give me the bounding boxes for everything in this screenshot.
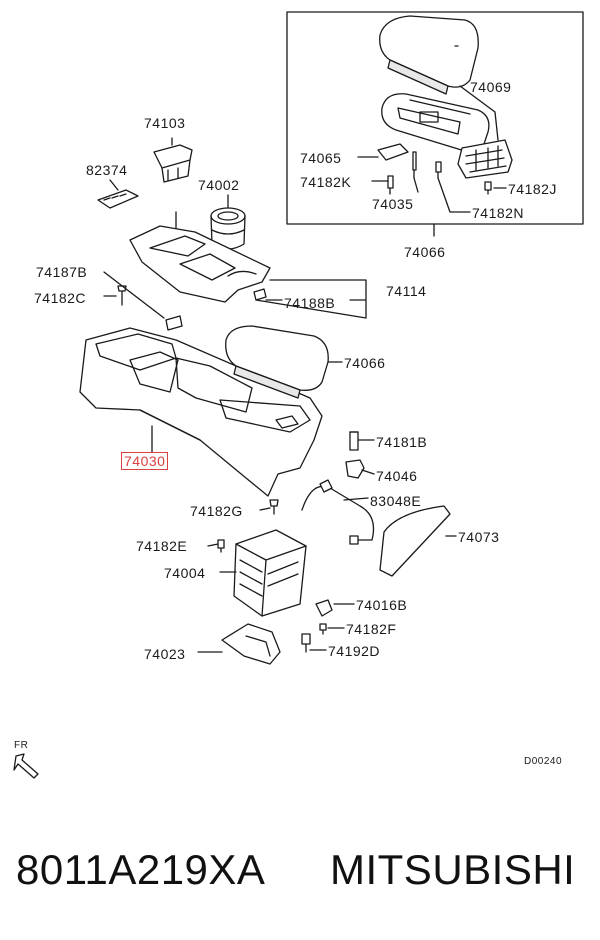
brand-caption: MITSUBISHI	[330, 846, 576, 893]
diagram-code: D00240	[524, 756, 563, 767]
label-74023: 74023	[144, 646, 186, 662]
label-74004: 74004	[164, 565, 206, 581]
cover-74073	[379, 505, 451, 577]
label-74182F: 74182F	[346, 621, 397, 637]
label-74114: 74114	[386, 283, 427, 299]
clip-74187B	[165, 315, 183, 331]
label-82374: 82374	[86, 162, 128, 178]
center-console-74030	[79, 327, 323, 497]
label-74046: 74046	[376, 468, 418, 484]
label-74016B: 74016B	[356, 597, 408, 613]
screw-74182C	[117, 285, 127, 306]
label-74182N: 74182N	[472, 205, 525, 221]
switch-panel-82374	[97, 179, 139, 209]
label-74030-highlighted[interactable]: 74030	[120, 452, 169, 470]
label-74066-inset: 74066	[404, 244, 446, 260]
label-83048E: 83048E	[370, 493, 422, 509]
label-74182E: 74182E	[136, 538, 188, 554]
harness-83048E	[301, 479, 375, 545]
label-74182K: 74182K	[300, 174, 352, 190]
inset-frame	[286, 11, 584, 225]
label-74073: 74073	[458, 529, 500, 545]
leader-lines-inset	[357, 85, 507, 237]
label-74103: 74103	[144, 115, 186, 131]
screw-74182E	[217, 539, 225, 553]
bracket-74016B	[315, 599, 333, 617]
label-74002: 74002	[198, 177, 240, 193]
bracket-74023	[221, 623, 281, 665]
console-upper-trim	[129, 211, 271, 303]
pad-inset	[377, 143, 409, 161]
armrest-74066	[225, 325, 329, 399]
label-74182J: 74182J	[508, 181, 557, 197]
label-74065: 74065	[300, 150, 342, 166]
cup-holder-74002	[210, 194, 246, 250]
label-74035: 74035	[372, 196, 414, 212]
switch-housing-74103	[153, 137, 193, 183]
screw-74182F	[319, 623, 327, 635]
clip-74188B	[253, 288, 267, 301]
part-number-caption: 8011A219XA	[16, 846, 266, 893]
armrest-lid-inset	[379, 15, 479, 95]
label-74188B: 74188B	[284, 295, 336, 311]
latch-switch-inset	[457, 139, 513, 179]
bolt-74192D	[301, 633, 311, 653]
label-74181B: 74181B	[376, 434, 428, 450]
plug-74181B	[349, 431, 359, 451]
screw-74182G	[269, 499, 279, 515]
label-74066-armrest: 74066	[344, 355, 386, 371]
leader-lines-main	[103, 271, 457, 653]
label-74182C: 74182C	[34, 290, 87, 306]
front-direction-label: FR	[14, 740, 29, 751]
bracket-74004	[233, 529, 307, 617]
label-74192D: 74192D	[328, 643, 381, 659]
lid-frame-inset	[381, 93, 490, 153]
bracket-74046	[345, 459, 365, 479]
label-74182G: 74182G	[190, 503, 243, 519]
screws-inset	[387, 151, 492, 195]
label-74187B: 74187B	[36, 264, 88, 280]
label-74069: 74069	[470, 79, 512, 95]
front-direction-arrow-icon	[13, 753, 39, 779]
